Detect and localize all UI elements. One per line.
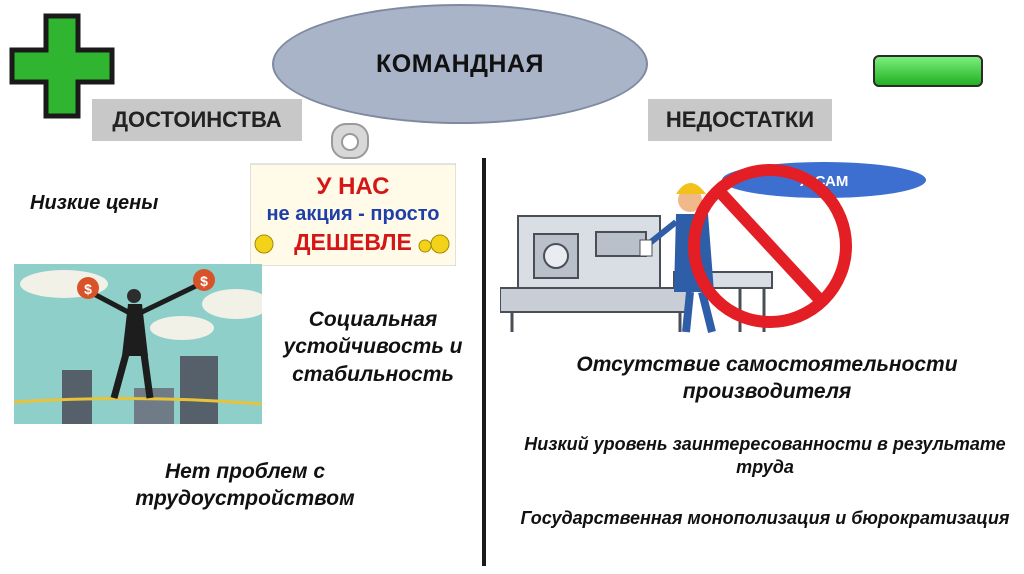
tightrope-businessman-image: $ $ — [14, 264, 262, 424]
title-ellipse: КОМАНДНАЯ — [272, 4, 648, 124]
column-divider — [482, 158, 486, 566]
pros-item-employment: Нет проблем с трудоустройством — [135, 460, 355, 511]
svg-text:$: $ — [200, 273, 208, 289]
plus-icon — [9, 13, 115, 119]
page-title: КОМАНДНАЯ — [375, 49, 545, 78]
prohibition-icon — [688, 164, 852, 328]
cons-label: НЕДОСТАТКИ — [648, 99, 832, 141]
cons-item-no-independence: Отсутствие самостоятельности производите… — [576, 353, 958, 404]
cons-label-text: НЕДОСТАТКИ — [665, 107, 815, 132]
svg-text:$: $ — [84, 281, 92, 297]
sign-line-2: не акция - просто — [266, 203, 439, 225]
factory-prohibition-image: Я САМ — [500, 162, 926, 333]
sign-line-3: ДЕШЕВЛЕ — [294, 229, 412, 255]
pros-item-low-prices: Низкие цены — [30, 192, 159, 214]
cons-item-monopolization: Государственная монополизация и бюрократ… — [520, 508, 1010, 528]
sign-line-1: У НАС — [317, 173, 390, 200]
minus-icon — [873, 55, 983, 87]
pros-label-text: ДОСТОИНСТВА — [112, 107, 282, 132]
pros-label: ДОСТОИНСТВА — [92, 99, 302, 141]
cons-item-low-interest: Низкий уровень заинтересованности в резу… — [524, 434, 1006, 478]
price-sign-image: У НАС не акция - просто ДЕШЕВЛЕ — [250, 123, 456, 266]
pros-item-social-stability: Социальная устойчивость и стабильность — [283, 308, 463, 386]
